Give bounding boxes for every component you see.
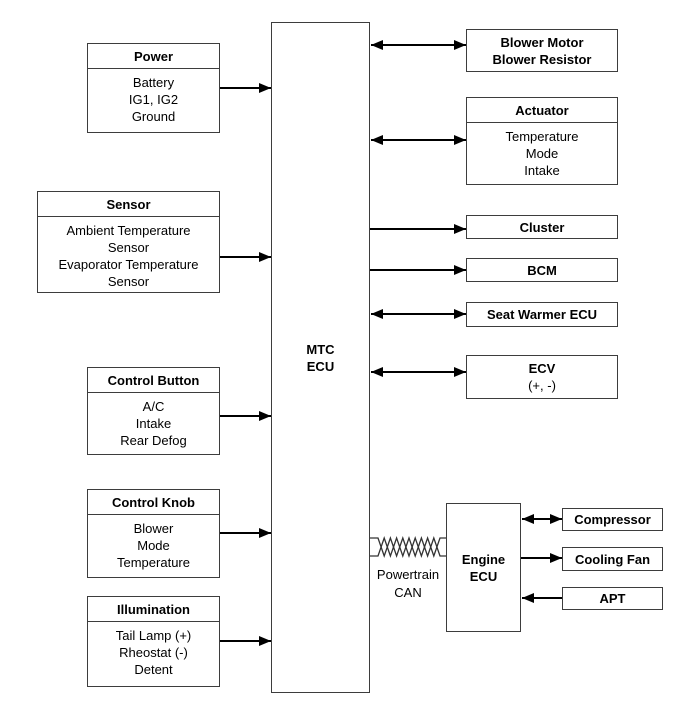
control-button-box-title: Control Button (88, 368, 219, 393)
cluster-box: Cluster (466, 215, 618, 239)
control-knob-box-body: Blower Mode Temperature (117, 521, 190, 570)
ecv-box-sub-label: (+, -) (528, 378, 556, 393)
illumination-box-title: Illumination (88, 597, 219, 622)
ecv-box: ECV (+, -) (466, 355, 618, 399)
power-box: Power Battery IG1, IG2 Ground (87, 43, 220, 133)
apt-box: APT (562, 587, 663, 610)
actuator-box-title: Actuator (467, 98, 617, 123)
bcm-box: BCM (466, 258, 618, 282)
cooling-fan-box-label: Cooling Fan (574, 551, 651, 567)
seat-warmer-ecu-box: Seat Warmer ECU (466, 302, 618, 327)
control-knob-box: Control Knob Blower Mode Temperature (87, 489, 220, 578)
cluster-box-label: Cluster (519, 219, 565, 235)
illumination-box-body: Tail Lamp (+) Rheostat (-) Detent (115, 628, 192, 677)
sensor-box-body: Ambient Temperature Sensor Evaporator Te… (58, 223, 199, 289)
control-button-box: Control Button A/C Intake Rear Defog (87, 367, 220, 455)
blower-motor-box: Blower Motor Blower Resistor (466, 29, 618, 72)
engine-ecu-label: Engine ECU (461, 551, 506, 584)
mtc-ecu-box: MTC ECU (271, 22, 370, 693)
power-box-title: Power (88, 44, 219, 69)
blower-motor-box-label: Blower Motor Blower Resistor (492, 34, 592, 67)
power-box-body: Battery IG1, IG2 Ground (128, 75, 179, 124)
mtc-ecu-label: MTC ECU (306, 341, 335, 374)
seat-warmer-ecu-box-label: Seat Warmer ECU (486, 307, 598, 322)
powertrain-can-wire (370, 536, 446, 558)
control-button-box-body: A/C Intake Rear Defog (120, 399, 187, 448)
bcm-box-label: BCM (527, 262, 557, 278)
control-knob-box-title: Control Knob (88, 490, 219, 515)
illumination-box: Illumination Tail Lamp (+) Rheostat (-) … (87, 596, 220, 687)
apt-box-label: APT (599, 591, 626, 606)
cooling-fan-box: Cooling Fan (562, 547, 663, 571)
sensor-box-title: Sensor (38, 192, 219, 217)
actuator-box-body: Temperature Mode Intake (505, 129, 579, 178)
engine-ecu-box: Engine ECU (446, 503, 521, 632)
powertrain-can-label: Powertrain CAN (376, 567, 440, 600)
ecv-box-label: ECV (528, 361, 556, 376)
sensor-box: Sensor Ambient Temperature Sensor Evapor… (37, 191, 220, 293)
compressor-box-label: Compressor (574, 512, 651, 527)
compressor-box: Compressor (562, 508, 663, 531)
actuator-box: Actuator Temperature Mode Intake (466, 97, 618, 185)
